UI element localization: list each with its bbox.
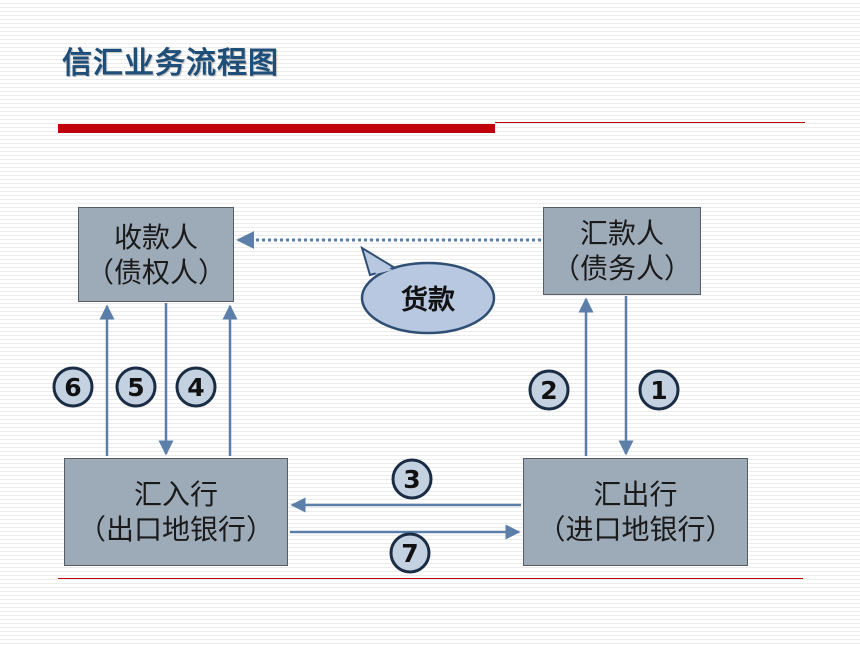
svg-text:6: 6 [64, 373, 81, 402]
page-title: 信汇业务流程图 [62, 46, 279, 81]
node-paying-bank-label: 汇入行 [133, 478, 218, 511]
svg-text:7: 7 [401, 539, 418, 568]
title-divider-line [495, 122, 805, 123]
node-paying-bank-sublabel: （出口地银行） [77, 513, 274, 546]
node-payee-sublabel: （债权人） [85, 255, 226, 289]
node-remitting-bank-label: 汇出行 [593, 478, 678, 511]
node-paying-bank: 汇入行 （出口地银行） [64, 458, 288, 566]
svg-text:4: 4 [187, 373, 204, 402]
svg-text:1: 1 [650, 376, 667, 405]
node-remitting-bank-sublabel: （进口地银行） [537, 513, 734, 546]
svg-text:3: 3 [403, 465, 420, 494]
svg-text:5: 5 [127, 373, 144, 402]
node-remitter-label: 汇款人 [579, 217, 664, 250]
step-badge-5: 5 [115, 366, 157, 408]
node-remitter-sublabel: （债务人） [551, 252, 692, 285]
node-remitting-bank: 汇出行 （进口地银行） [523, 458, 748, 566]
step-badge-4: 4 [175, 366, 217, 408]
callout-goods-payment: 货款 [360, 245, 496, 335]
callout-label: 货款 [401, 284, 456, 316]
node-remitter-debtor: 汇款人 （债务人） [543, 207, 701, 295]
svg-text:2: 2 [540, 376, 557, 405]
title-underline-bar [58, 124, 495, 133]
step-badge-1: 1 [638, 369, 680, 411]
step-badge-6: 6 [52, 366, 94, 408]
step-badge-7: 7 [389, 532, 431, 574]
step-badge-3: 3 [391, 458, 433, 500]
step-badge-2: 2 [528, 369, 570, 411]
node-payee-label: 收款人 [113, 220, 198, 254]
footer-divider-line [58, 578, 803, 579]
node-payee-creditor: 收款人 （债权人） [78, 207, 234, 302]
